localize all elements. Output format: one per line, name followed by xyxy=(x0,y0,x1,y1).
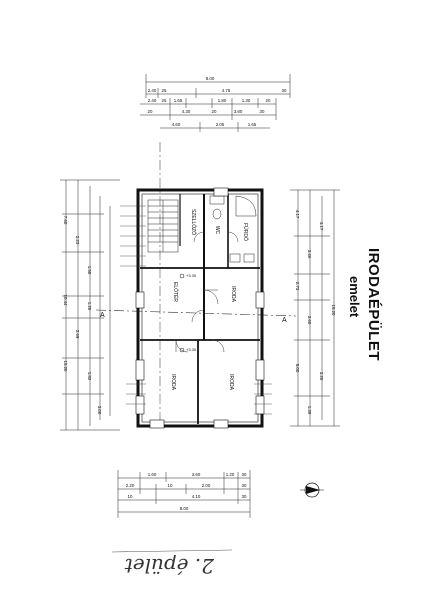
top-dim-label: 30 xyxy=(282,88,287,93)
top-dim-label: 4.30 xyxy=(182,109,191,114)
room-label-iroda2: IRODA xyxy=(170,374,176,391)
section-line: A A xyxy=(95,142,297,430)
signature-underline xyxy=(111,549,233,553)
top-dim-label: 3.80 xyxy=(234,109,243,114)
top-dim-label: 2.05 xyxy=(216,122,225,127)
top-dim-label: 1.30 xyxy=(242,98,251,103)
top-dim-label: 1.65 xyxy=(248,122,257,127)
left-dim-label: 2.23 xyxy=(75,236,80,245)
top-dim-label: 20 xyxy=(148,109,153,114)
north-arrow-icon xyxy=(300,482,324,498)
sheet-title: IRODAÉPÜLET xyxy=(365,248,382,362)
right-dim-label: 5.00 xyxy=(295,364,300,373)
bottom-dim-label: 1.20 xyxy=(226,472,235,477)
bottom-dim-label: 10 xyxy=(168,483,173,488)
top-dim-label: 30 xyxy=(260,109,265,114)
bottom-dim-label: 2.20 xyxy=(126,483,135,488)
top-dim-label: 4.60 xyxy=(172,122,181,127)
level-mark: +3.30 xyxy=(186,273,197,278)
right-dim-label: 4.17 xyxy=(319,222,324,231)
top-dim-label: 20 xyxy=(212,109,217,114)
staircase xyxy=(147,199,179,253)
room-label-szellozo: SZELLŐZŐ xyxy=(190,209,197,235)
section-marker-left: A xyxy=(100,312,105,319)
level-mark: +3.30 xyxy=(186,347,197,352)
room-label-iroda3: IRODA xyxy=(228,374,234,391)
left-dim-label: 1.50 xyxy=(87,266,92,275)
level-marks: +3.30 +3.30 xyxy=(179,273,197,353)
left-dim-label: 1.20 xyxy=(87,302,92,311)
top-dim-label: 25 xyxy=(162,88,167,93)
right-dim-label: 3.20 xyxy=(319,372,324,381)
top-dim-label: 1.80 xyxy=(218,98,227,103)
bottom-dim-label: 2.00 xyxy=(202,483,211,488)
room-label-furdo: FÜRDŐ xyxy=(242,223,249,241)
right-dimension-chain xyxy=(290,189,340,427)
right-dim-label: 3.46 xyxy=(307,250,312,259)
top-dim-label: 8.00 xyxy=(206,76,215,81)
windows xyxy=(135,187,265,429)
top-dim-label: 1.65 xyxy=(174,98,183,103)
left-dim-label: 7.60 xyxy=(63,216,68,225)
bottom-dim-label: 1.60 xyxy=(148,472,157,477)
bottom-dim-label: 10 xyxy=(128,494,133,499)
sheet-subtitle: emelet xyxy=(347,276,362,318)
left-dim-label: 1.82 xyxy=(87,372,92,381)
bottom-dim-label: 30 xyxy=(242,494,247,499)
door-swings xyxy=(175,231,239,353)
section-marker-right: A xyxy=(282,317,287,324)
left-dim-label: 10.44 xyxy=(63,295,68,307)
left-dim-label: 3.00 xyxy=(97,406,102,415)
right-dim-label: 15.20 xyxy=(331,305,336,317)
bottom-dim-label: 8.00 xyxy=(180,506,189,511)
wall-annotations xyxy=(120,205,272,415)
top-dim-label: 4.75 xyxy=(222,88,231,93)
left-dim-label: 2.69 xyxy=(75,330,80,339)
right-dim-label: 2.73 xyxy=(295,282,300,291)
right-dim-label: 4.17 xyxy=(295,210,300,219)
left-dim-label: 15.20 xyxy=(63,361,68,373)
right-dim-label: 3.60 xyxy=(307,316,312,325)
top-dim-label: 20 xyxy=(266,98,271,103)
top-dim-label: 2.40 xyxy=(148,98,157,103)
room-label-eloter: ELŐTÉR xyxy=(172,282,179,302)
bottom-dim-label: 30 xyxy=(242,472,247,477)
bottom-dim-label: 4.10 xyxy=(192,494,201,499)
right-dim-label: 1.38 xyxy=(307,406,312,415)
bottom-dimension-chain xyxy=(117,470,251,518)
room-label-iroda1: IRODA xyxy=(230,286,236,303)
top-dim-label: 2.40 xyxy=(148,88,157,93)
room-label-wc: WC xyxy=(214,226,220,235)
top-dimension-chain xyxy=(140,74,291,132)
bottom-dim-label: 3.60 xyxy=(192,472,201,477)
top-dim-label: 25 xyxy=(162,98,167,103)
handwritten-note-text: 2. épület xyxy=(124,554,214,578)
left-dimension-chain xyxy=(60,179,120,431)
bottom-dim-label: 30 xyxy=(242,483,247,488)
